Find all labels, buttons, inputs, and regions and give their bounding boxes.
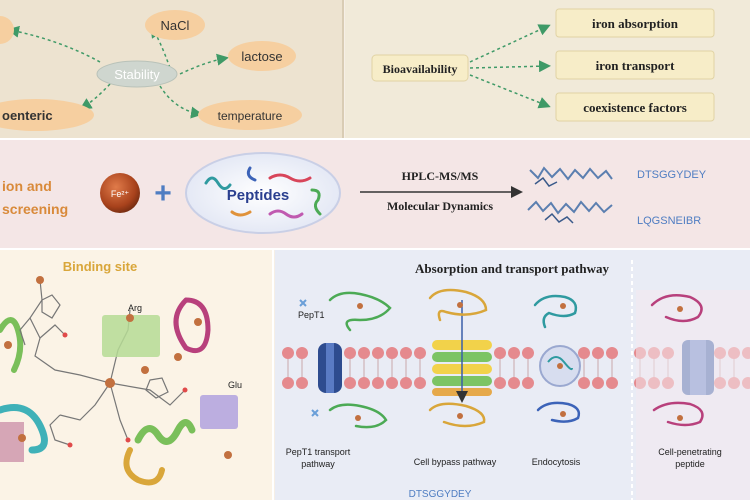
bioavailability-box (371, 54, 469, 82)
plus-sign: + (154, 177, 172, 210)
arg-label: Arg (128, 303, 142, 313)
stability-diagram: Stability NaCl lactose oenteric temperat… (0, 10, 302, 131)
cpp-label-2: peptide (675, 459, 705, 469)
sequence-2: LQGSNEIBR (637, 215, 701, 227)
coexistence-box (555, 92, 715, 122)
transport-pathway-diagram: Absorption and transport pathway (282, 260, 750, 500)
structure-1 (529, 166, 613, 181)
bioavailability-label: Bioavailability (383, 62, 458, 76)
tight-junction (432, 300, 492, 403)
method-md: Molecular Dynamics (387, 199, 493, 213)
iron-ion-sphere (100, 173, 140, 213)
glu-residue-box (200, 395, 238, 429)
structure-2 (527, 200, 613, 215)
pathway-footer-sequence: DTSGGYDEY (409, 489, 472, 500)
sequence-1: DTSGGYDEY (637, 169, 707, 181)
screening-diagram: ion and screening Fe²⁺ + Peptides HPLC-M… (2, 152, 707, 234)
binding-site-title: Binding site (63, 259, 137, 274)
stability-node (96, 60, 178, 88)
nacl-label: NaCl (161, 18, 190, 33)
binding-site-diagram: Binding site Arg Glu (0, 259, 242, 486)
bypass-pathway-label: Cell bypass pathway (414, 457, 497, 467)
lactose-pill (228, 41, 296, 71)
residue-box-left (0, 422, 24, 462)
coexistence-label: coexistence factors (583, 100, 687, 115)
offscreen-factor-pill (0, 16, 14, 44)
pept1-pathway-label-1: PepT1 transport (286, 447, 351, 457)
endocytosis-label: Endocytosis (532, 457, 581, 467)
pathway-title: Absorption and transport pathway (415, 261, 609, 276)
stability-label: Stability (114, 67, 160, 82)
screening-title-line2: screening (2, 201, 68, 217)
iron-transport-box (555, 50, 715, 80)
iron-transport-label: iron transport (596, 58, 676, 73)
method-hplc: HPLC-MS/MS (402, 169, 479, 183)
enteric-label: oenteric (2, 108, 53, 123)
cpp-label-1: Cell-penetrating (658, 447, 722, 457)
iron-ion-label: Fe²⁺ (111, 189, 130, 199)
temperature-pill (198, 100, 302, 130)
bioavailability-diagram: Bioavailability iron absorption iron tra… (371, 8, 715, 122)
pept1-label: PepT1 (298, 310, 325, 320)
nacl-pill (145, 10, 205, 40)
enteric-pill (0, 99, 94, 131)
temperature-label: temperature (218, 109, 283, 123)
peptides-label: Peptides (227, 187, 290, 204)
pept1-pathway-label-2: pathway (301, 459, 335, 469)
screening-title-line1: ion and (2, 178, 52, 194)
cpp-highlight (636, 290, 750, 500)
iron-absorption-label: iron absorption (592, 16, 679, 31)
arg-residue-box (102, 315, 160, 357)
lactose-label: lactose (241, 49, 282, 64)
iron-absorption-box (555, 8, 715, 38)
glu-label: Glu (228, 380, 242, 390)
